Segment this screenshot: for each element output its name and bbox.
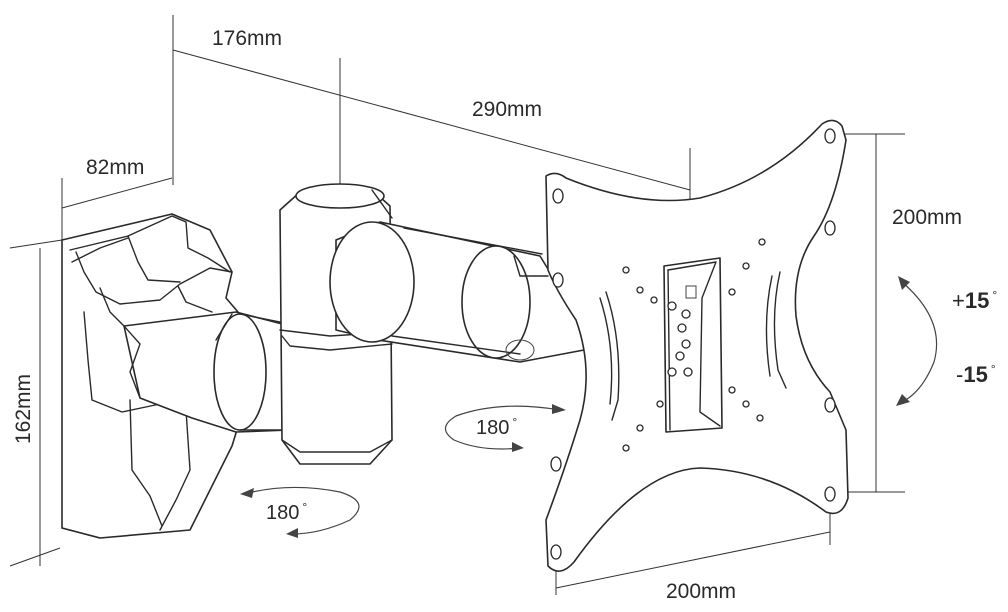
plate-swivel-arrow [444, 404, 566, 452]
wall-swivel-arrow [240, 486, 360, 538]
label-plate-swivel: 180° [476, 415, 517, 439]
label-tilt-up: +15° [952, 288, 997, 313]
vesa-plate [545, 119, 849, 572]
label-290mm: 290mm [472, 98, 542, 121]
labels: 176mm 290mm 82mm 162mm 200mm 200mm 180° … [12, 27, 997, 603]
label-200mm-vertical: 200mm [892, 206, 962, 229]
second-arm [329, 221, 585, 363]
label-tilt-down: -15° [956, 362, 996, 387]
label-162mm: 162mm [12, 374, 35, 444]
vesa-holes [550, 128, 836, 560]
label-wall-swivel: 180° [266, 500, 307, 524]
label-200mm-horizontal: 200mm [666, 580, 736, 603]
label-176mm: 176mm [212, 27, 282, 50]
tilt-arrow [896, 276, 938, 406]
first-arm [123, 311, 331, 433]
label-82mm: 82mm [86, 156, 144, 179]
